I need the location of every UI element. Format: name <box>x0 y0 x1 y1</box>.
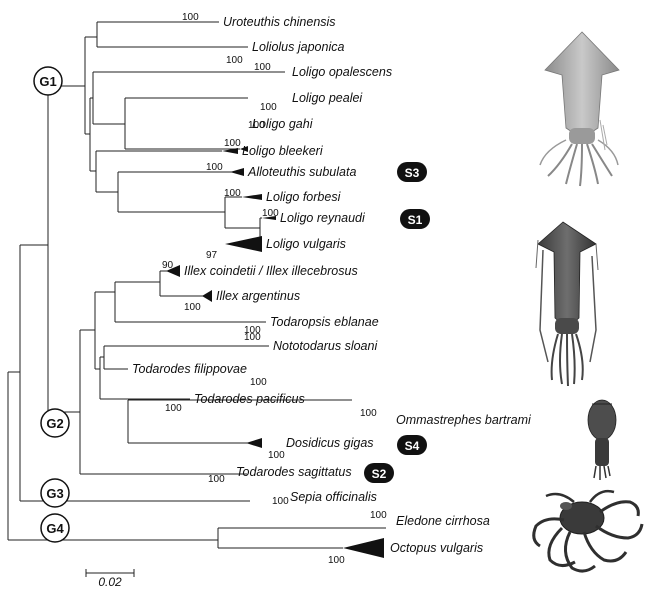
svg-text:G4: G4 <box>46 521 64 536</box>
support-value: 100 <box>224 138 241 149</box>
dosidicus-illustration <box>588 400 616 480</box>
svg-text:S4: S4 <box>405 439 420 453</box>
group-marker-g1: G1 <box>34 67 62 95</box>
support-value: 100 <box>165 403 182 414</box>
taxon-label: Todarodes pacificus <box>194 392 305 406</box>
sample-badge-s3: S3 <box>397 162 427 182</box>
svg-text:S1: S1 <box>408 213 423 227</box>
taxon-label: Sepia officinalis <box>290 490 377 504</box>
sample-badge-s4: S4 <box>397 435 427 455</box>
taxon-label: Todarodes filippovae <box>132 362 247 376</box>
support-value: 97 <box>206 250 218 261</box>
support-value: 100 <box>182 12 199 23</box>
clade-triangle-dosidicus <box>246 438 262 448</box>
taxon-label: Illex argentinus <box>216 289 300 303</box>
taxon-label: Eledone cirrhosa <box>396 514 490 528</box>
taxon-label: Illex coindetii / Illex illecebrosus <box>184 264 358 278</box>
taxon-label: Todaropsis eblanae <box>270 315 379 329</box>
clade-triangle-alloteuthis <box>230 168 244 176</box>
clade-triangle-illex-argentinus <box>202 290 212 302</box>
support-value: 90 <box>162 260 174 271</box>
taxon-label: Dosidicus gigas <box>286 436 374 450</box>
support-value: 100 <box>184 302 201 313</box>
group-marker-g4: G4 <box>41 514 69 542</box>
support-value: 100 <box>224 188 241 199</box>
support-value: 100 <box>370 510 387 521</box>
clade-triangle-octopus-vulgaris <box>343 538 384 558</box>
taxon-label: Alloteuthis subulata <box>247 165 356 179</box>
sample-badge-s1: S1 <box>400 209 430 229</box>
taxon-label: Todarodes sagittatus <box>236 465 352 479</box>
taxon-label: Loligo gahi <box>252 117 314 131</box>
octopus-illustration <box>534 491 642 571</box>
taxon-label: Loligo opalescens <box>292 65 392 79</box>
support-value: 100 <box>360 408 377 419</box>
taxon-label: Loliolus japonica <box>252 40 344 54</box>
taxon-label: Uroteuthis chinensis <box>223 15 336 29</box>
taxon-label: Loligo vulgaris <box>266 237 346 251</box>
support-value: 100 <box>272 496 289 507</box>
support-value: 100 <box>254 62 271 73</box>
taxon-label: Loligo forbesi <box>266 190 342 204</box>
clade-triangle-loligo-vulgaris <box>225 236 262 252</box>
taxon-label: Octopus vulgaris <box>390 541 483 555</box>
support-value: 100 <box>208 474 225 485</box>
group-markers: G1 G2 G3 G4 <box>34 67 69 542</box>
support-value: 100 <box>226 55 243 66</box>
svg-text:G3: G3 <box>46 486 63 501</box>
scale-bar-label: 0.02 <box>98 575 122 589</box>
taxon-label: Nototodarus sloani <box>273 339 378 353</box>
scale-bar: 0.02 <box>86 569 134 589</box>
support-value: 100 <box>260 102 277 113</box>
support-value: 100 <box>206 162 223 173</box>
sample-badge-s2: S2 <box>364 463 394 483</box>
support-value: 100 <box>268 450 285 461</box>
support-value: 100 <box>250 377 267 388</box>
clade-triangle-loligo-forbesi <box>242 194 262 200</box>
svg-text:S3: S3 <box>405 166 420 180</box>
loligo-squid-illustration <box>540 32 619 186</box>
svg-text:G2: G2 <box>46 416 63 431</box>
taxon-label: Ommastrephes bartrami <box>396 413 532 427</box>
svg-text:G1: G1 <box>39 74 56 89</box>
svg-text:S2: S2 <box>372 467 387 481</box>
support-value: 100 <box>262 208 279 219</box>
group-marker-g2: G2 <box>41 409 69 437</box>
ommastrephid-squid-illustration <box>536 222 598 386</box>
support-value: 100 <box>328 555 345 566</box>
support-value: 100 <box>244 332 261 343</box>
taxon-label: Loligo bleekeri <box>242 144 324 158</box>
taxon-label: Loligo reynaudi <box>280 211 366 225</box>
taxon-label: Loligo pealei <box>292 91 363 105</box>
group-marker-g3: G3 <box>41 479 69 507</box>
